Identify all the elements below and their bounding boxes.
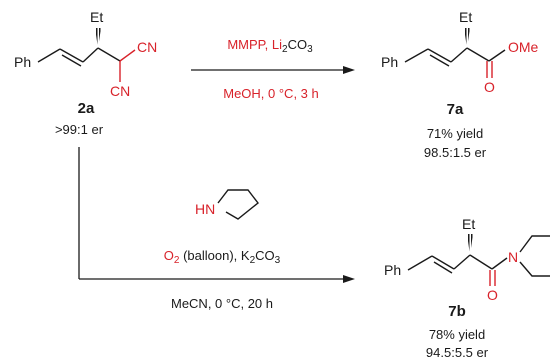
- 7a-bond-carbonyl: [466, 47, 490, 62]
- 7b-er: 94.5:5.5 er: [426, 345, 489, 360]
- 7a-bond-ph: [404, 48, 429, 63]
- 2a-ph-label: Ph: [14, 54, 31, 70]
- 7a-o-label: O: [484, 79, 495, 95]
- 7a-bond-ome: [488, 49, 506, 62]
- 7a-ome-label: OMe: [508, 39, 539, 55]
- 7a-bond-3: [450, 47, 468, 63]
- 2a-cn-bottom-label: CN: [110, 83, 130, 99]
- 7a-bond-alkene-1: [427, 48, 452, 63]
- 7b-stereo-hash: [467, 234, 473, 255]
- bottom-reaction: HN O2 (balloon), K2CO3 MeCN, 0 °C, 20 h: [78, 147, 355, 311]
- pyrrolidine-hn-label: HN: [195, 201, 215, 217]
- 7b-bond-alkene-2: [433, 261, 453, 274]
- 2a-et-label: Et: [90, 9, 103, 25]
- pyrrolidine-ring: [217, 189, 259, 220]
- 7a-bond-alkene-2: [429, 54, 450, 67]
- 7b-ph-label: Ph: [384, 262, 401, 278]
- 2a-bond-4: [97, 47, 121, 62]
- bottom-arrow-head: [343, 275, 355, 283]
- 2a-bond-alkene-1: [59, 48, 84, 63]
- 2a-stereo-hash: [95, 28, 101, 48]
- 7b-pyrrolidine-upper: [519, 235, 550, 253]
- 7a-compound-number: 7a: [447, 101, 464, 118]
- 7b-bond-alkene-1: [431, 255, 455, 270]
- 7b-bond-carbonyl: [469, 254, 493, 270]
- 2a-bond-ph: [37, 48, 61, 63]
- top-conditions: MeOH, 0 °C, 3 h: [223, 86, 319, 101]
- 7b-pyrrolidine-lower: [519, 261, 550, 277]
- 2a-compound-number: 2a: [78, 100, 95, 117]
- 7a-yield: 71% yield: [427, 126, 483, 141]
- pyrrolidine-reagent: HN: [195, 189, 259, 220]
- 2a-cn-top-label: CN: [137, 39, 157, 55]
- top-reagents: MMPP, Li2CO3: [227, 37, 313, 55]
- 7a-stereo-hash: [464, 28, 470, 48]
- bottom-reagents: O2 (balloon), K2CO3: [164, 248, 281, 266]
- 7b-n-label: N: [508, 249, 518, 265]
- 7a-ph-label: Ph: [381, 54, 398, 70]
- 7b-bond-3: [453, 254, 471, 270]
- 7b-o-label: O: [487, 287, 498, 303]
- compound-7b: Ph Et O N 7b 78% yield 94.5:5.5 er: [384, 216, 550, 360]
- bottom-conditions: MeCN, 0 °C, 20 h: [171, 296, 273, 311]
- 7b-yield: 78% yield: [429, 327, 485, 342]
- 2a-bond-3: [82, 47, 99, 63]
- 7b-bond-n: [491, 257, 508, 270]
- 7a-et-label: Et: [459, 9, 472, 25]
- compound-7a: Ph Et OMe O 7a 71% yield 98.5:1.5 er: [381, 9, 539, 160]
- 2a-bond-cn-top: [119, 49, 136, 62]
- 7b-bond-ph: [407, 255, 433, 271]
- top-arrow-head: [343, 66, 355, 74]
- 7a-er: 98.5:1.5 er: [424, 145, 487, 160]
- top-reaction: MMPP, Li2CO3 MeOH, 0 °C, 3 h: [191, 37, 355, 101]
- 7b-compound-number: 7b: [448, 303, 466, 320]
- compound-2a: Ph Et CN CN 2a >99:1 er: [14, 9, 157, 137]
- 2a-er: >99:1 er: [55, 122, 104, 137]
- 2a-bond-alkene-2: [61, 54, 82, 67]
- 7b-et-label: Et: [462, 216, 475, 232]
